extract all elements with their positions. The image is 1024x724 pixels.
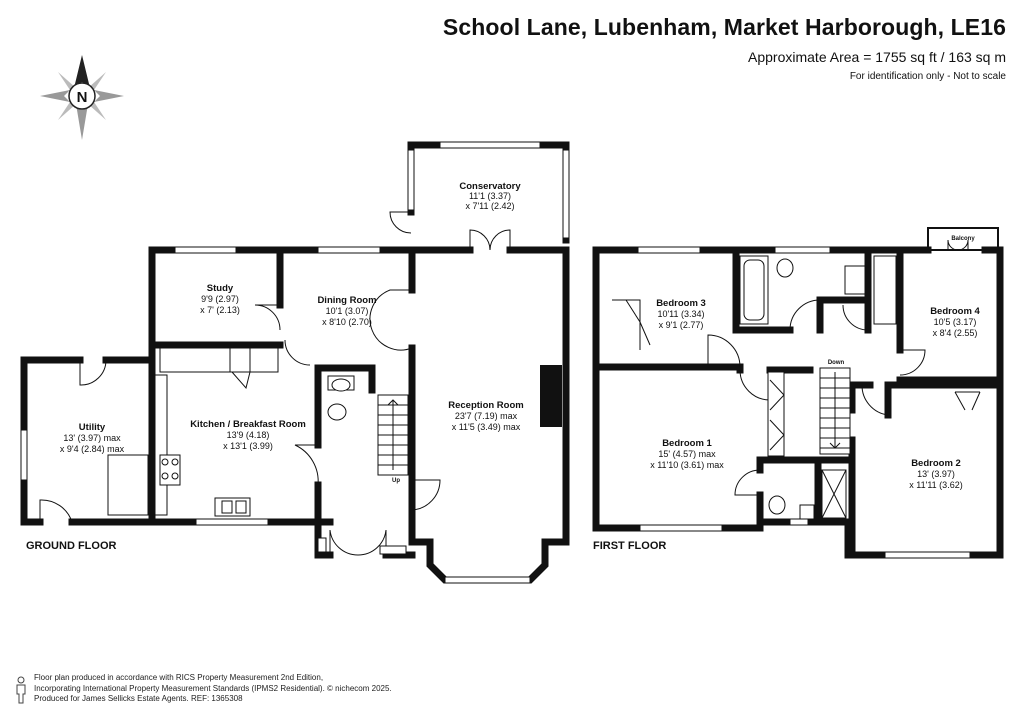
- room-dim-kitchen-1: 13'9 (4.18): [227, 430, 270, 440]
- room-dim-reception-2: x 11'5 (3.49) max: [452, 422, 521, 432]
- room-name-balcony: Balcony: [951, 236, 975, 242]
- first-floor-label: FIRST FLOOR: [593, 540, 666, 552]
- person-scale-icon: [16, 676, 26, 704]
- room-dim-study-1: 9'9 (2.97): [201, 294, 239, 304]
- room-name-bedroom1: Bedroom 1: [662, 438, 712, 449]
- room-dim-bedroom1-2: x 11'10 (3.61) max: [650, 460, 724, 470]
- first-floor-walls: [592, 246, 1004, 559]
- room-dim-bedroom3-2: x 9'1 (2.77): [659, 320, 704, 330]
- room-dim-dining-2: x 8'10 (2.70): [322, 317, 372, 327]
- plan-title: School Lane, Lubenham, Market Harborough…: [442, 14, 1006, 40]
- compass-icon: N: [40, 55, 124, 140]
- room-dim-utility-1: 13' (3.97) max: [63, 433, 121, 443]
- room-name-reception: Reception Room: [448, 400, 523, 411]
- ground-floor-labels: Conservatory 11'1 (3.37) x 7'11 (2.42) S…: [26, 181, 524, 552]
- first-floor-doors: [625, 239, 969, 496]
- ground-floor-fixtures: [107, 347, 409, 555]
- room-dim-bedroom3-1: 10'11 (3.34): [657, 309, 704, 319]
- room-name-utility: Utility: [79, 422, 106, 433]
- room-dim-bedroom2-1: 13' (3.97): [917, 469, 955, 479]
- compass-north-label: N: [77, 89, 88, 106]
- balcony-outline: [927, 227, 999, 251]
- chimney-breast: [540, 365, 562, 427]
- footer-line-1: Floor plan produced in accordance with R…: [34, 673, 324, 682]
- room-name-bedroom4: Bedroom 4: [930, 306, 980, 317]
- footer-line-2: Incorporating International Property Mea…: [34, 683, 392, 693]
- first-floor-windows: [637, 246, 971, 559]
- room-name-study: Study: [207, 283, 234, 294]
- ground-floor-label: GROUND FLOOR: [26, 540, 116, 552]
- room-dim-bedroom4-2: x 8'4 (2.55): [933, 328, 978, 338]
- ground-floor-doors: [39, 211, 511, 556]
- room-dim-conservatory-1: 11'1 (3.37): [469, 191, 511, 201]
- room-name-bedroom3: Bedroom 3: [656, 298, 706, 309]
- ground-floor-windows: [20, 141, 570, 584]
- room-dim-conservatory-2: x 7'11 (2.42): [465, 201, 514, 211]
- room-name-bedroom2: Bedroom 2: [911, 458, 961, 469]
- stairs-down-label: Down: [828, 360, 845, 366]
- stairs-up-label: Up: [392, 478, 400, 484]
- footer-line-3: Produced for James Sellicks Estate Agent…: [34, 694, 243, 703]
- room-dim-bedroom2-2: x 11'11 (3.62): [909, 480, 962, 490]
- room-dim-study-2: x 7' (2.13): [200, 305, 240, 315]
- footer-notes: Floor plan produced in accordance with R…: [34, 673, 392, 705]
- room-name-kitchen: Kitchen / Breakfast Room: [190, 419, 306, 430]
- first-floor-labels: Balcony Bedroom 3 10'11 (3.34) x 9'1 (2.…: [593, 236, 981, 552]
- room-dim-bedroom1-1: 15' (4.57) max: [658, 449, 716, 459]
- room-dim-reception-1: 23'7 (7.19) max: [455, 411, 518, 421]
- first-floor-fixtures: [612, 255, 981, 520]
- scale-disclaimer: For identification only - Not to scale: [849, 71, 1006, 82]
- room-dim-bedroom4-1: 10'5 (3.17): [934, 317, 977, 327]
- approximate-area: Approximate Area = 1755 sq ft / 163 sq m: [748, 49, 1006, 65]
- room-name-conservatory: Conservatory: [459, 181, 521, 192]
- room-dim-kitchen-2: x 13'1 (3.99): [223, 441, 273, 451]
- room-dim-dining-1: 10'1 (3.07): [326, 306, 369, 316]
- room-name-dining: Dining Room: [317, 295, 376, 306]
- room-dim-utility-2: x 9'4 (2.84) max: [60, 444, 125, 454]
